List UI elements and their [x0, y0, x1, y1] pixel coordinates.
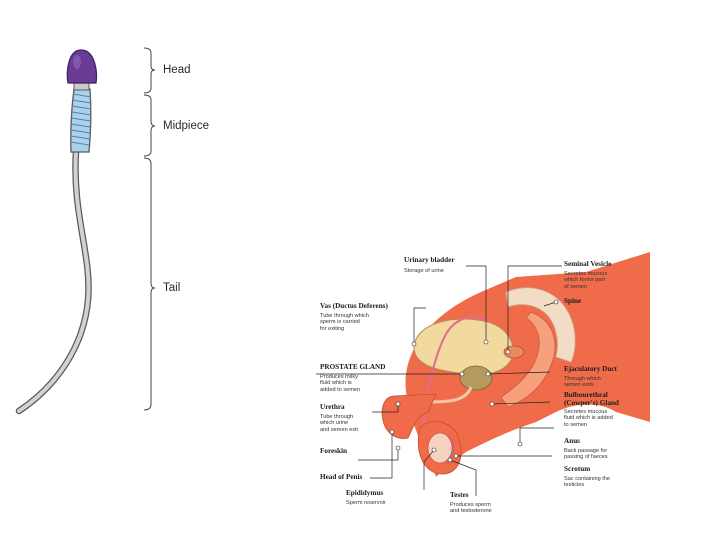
label-midpiece: Midpiece: [163, 121, 209, 133]
bracket-head: [144, 48, 155, 93]
desc-urinary-bladder: Storage of urine: [404, 268, 444, 274]
sperm-head-highlight: [73, 55, 81, 69]
bracket-tail: [144, 158, 155, 410]
label-spine: Spine: [564, 298, 581, 305]
sperm-tail-fill: [19, 151, 89, 411]
bladder: [414, 319, 513, 375]
label-ejaculatory-duct: Ejaculatory Duct: [564, 366, 617, 373]
label-prostate-gland: PROSTATE GLAND: [320, 364, 385, 371]
desc-anus: Back passage for passing of faeces: [564, 448, 608, 461]
bracket-midpiece: [144, 95, 155, 156]
desc-ejaculatory-duct: Through which semen exits: [564, 376, 601, 389]
label-head: Head: [163, 65, 191, 77]
label-urethra: Urethra: [320, 404, 345, 411]
desc-prostate-gland: Produces milky fluid which is added to s…: [320, 374, 360, 393]
desc-testes: Produces sperm and testosterone: [450, 502, 492, 515]
label-head-of-penis: Head of Penis: [320, 474, 362, 481]
label-urinary-bladder: Urinary bladder: [404, 257, 455, 264]
label-testes: Testes: [450, 492, 469, 499]
desc-bulbourethral-gland: Secretes mucous fluid which is added to …: [564, 409, 613, 428]
label-tail: Tail: [163, 283, 180, 295]
prostate: [460, 366, 492, 390]
label-bulbourethral-gland: Bulbourethral (Cowper's) Gland: [564, 392, 619, 408]
label-anus: Anus: [564, 438, 580, 445]
label-scrotum: Scrotum: [564, 466, 590, 473]
desc-urethra: Tube through which urine and semen exit: [320, 414, 358, 433]
label-seminal-vesicle: Seminal Vesicle: [564, 261, 611, 268]
label-foreskin: Foreskin: [320, 448, 347, 455]
desc-vas-deferens: Tube through which sperm is carried for …: [320, 313, 369, 332]
sperm-head: [67, 50, 96, 83]
male-reproductive-diagram: Urinary bladder Storage of urine Seminal…: [316, 252, 650, 516]
sperm-neck: [74, 83, 89, 90]
desc-scrotum: Sac containing the testicles: [564, 476, 610, 489]
desc-seminal-vesicle: Secretes mucous which forms part of seme…: [564, 271, 607, 290]
label-vas-deferens: Vas (Ductus Deferens): [320, 303, 388, 310]
label-epididymus: Epididymus: [346, 490, 383, 497]
desc-epididymus: Sperm reservoir: [346, 500, 386, 506]
